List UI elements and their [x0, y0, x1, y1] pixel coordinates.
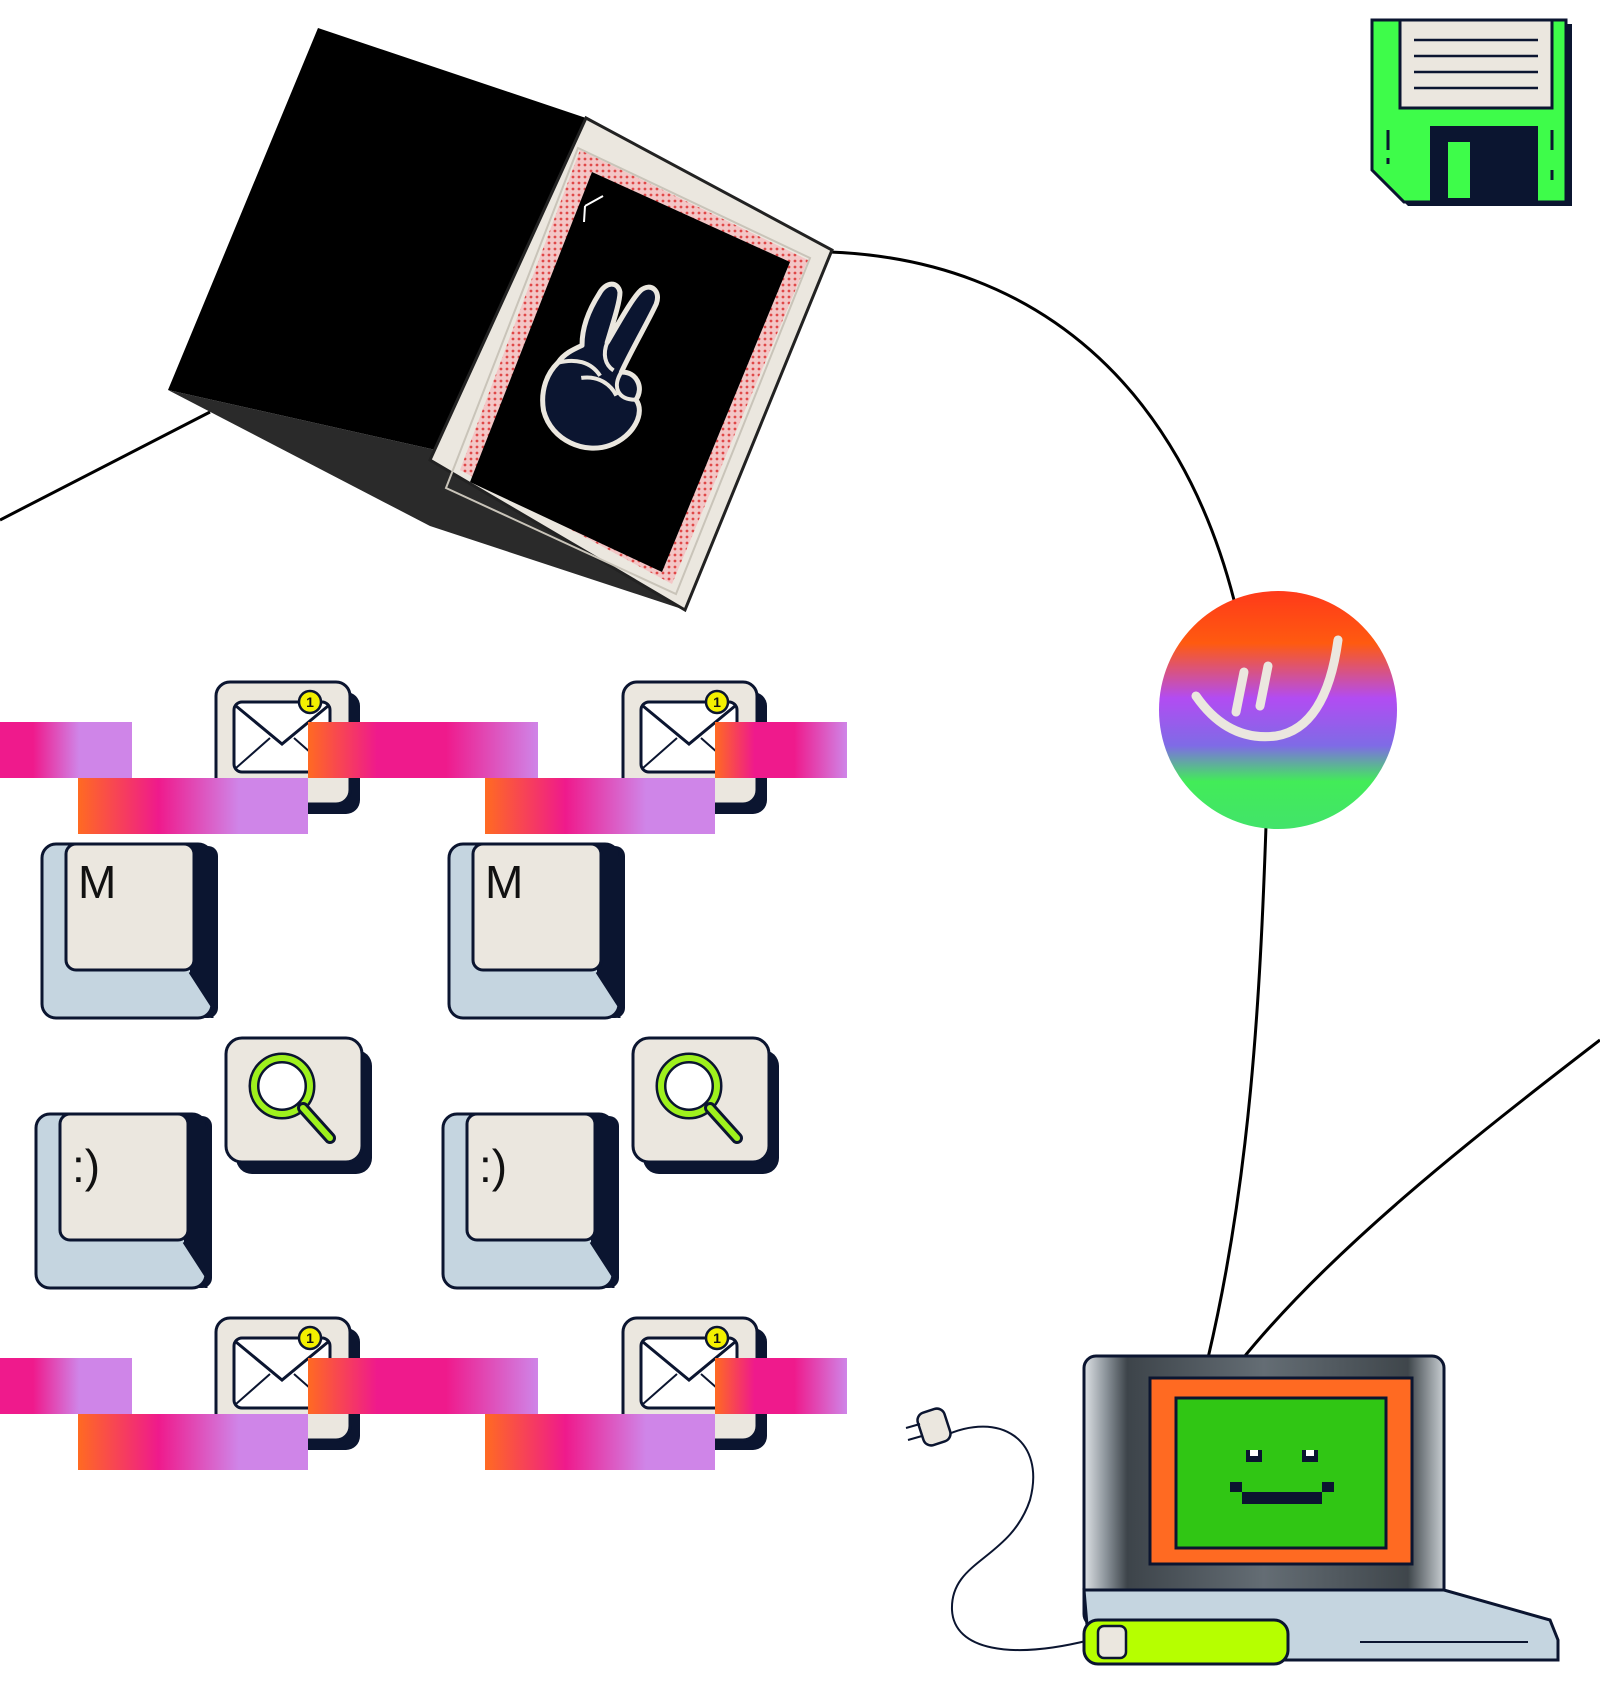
m-key: M	[40, 842, 220, 1020]
smile-icon	[1191, 635, 1343, 742]
wire-orb-to-laptop	[1206, 825, 1268, 1359]
svg-text:M: M	[78, 856, 116, 908]
m-key: M	[447, 842, 627, 1020]
smiley-key: :)	[34, 1112, 214, 1290]
gradient-ribbon	[0, 722, 847, 834]
power-plug-icon	[905, 1407, 1091, 1651]
search-key	[633, 1038, 779, 1174]
notification-badge-count: 1	[713, 1330, 721, 1346]
notification-badge-count: 1	[713, 694, 721, 710]
cube-monitor	[168, 28, 834, 613]
svg-text::): :)	[72, 1140, 100, 1192]
wire-right-to-laptop	[1238, 1038, 1600, 1363]
smiley-key: :)	[441, 1112, 621, 1290]
wire-left	[0, 410, 211, 522]
pixel-smiley-icon	[1230, 1450, 1334, 1504]
smile-orb	[1159, 591, 1397, 829]
notification-badge-count: 1	[306, 694, 314, 710]
notification-badge-count: 1	[306, 1330, 314, 1346]
wire-cube-to-orb	[829, 250, 1236, 601]
laptop	[1082, 1354, 1560, 1666]
search-key	[226, 1038, 372, 1174]
svg-text:M: M	[485, 856, 523, 908]
peace-hand-icon	[540, 281, 660, 451]
gradient-ribbon	[0, 1358, 847, 1470]
svg-text::): :)	[479, 1140, 507, 1192]
floppy-disk-icon	[1370, 18, 1572, 206]
